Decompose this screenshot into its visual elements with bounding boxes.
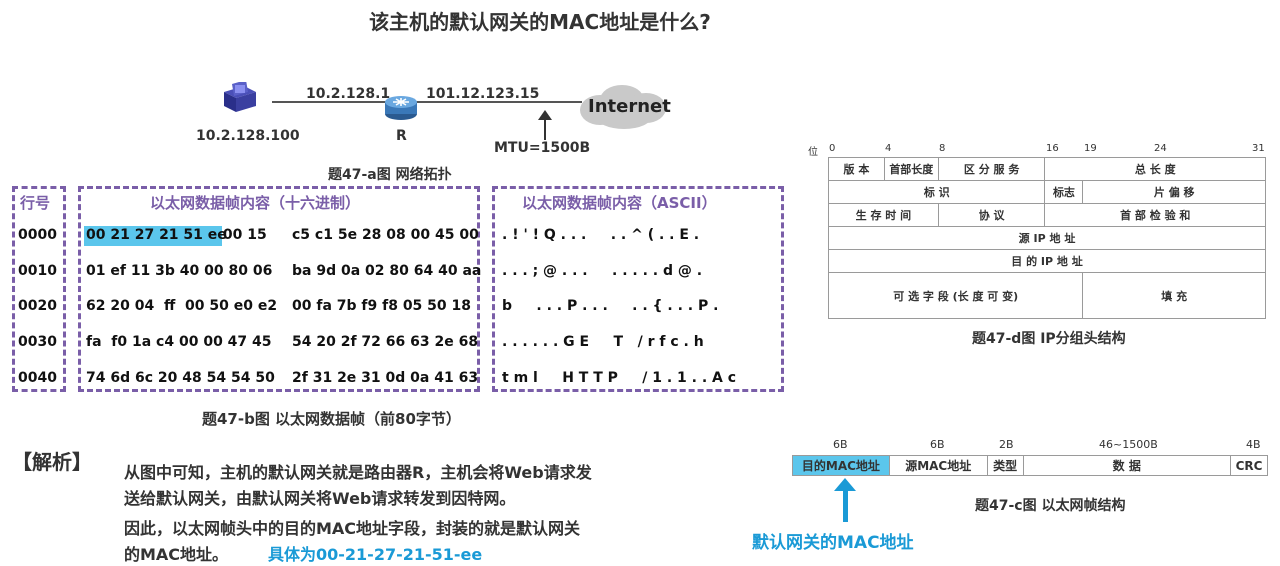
eth-field-size: 2B <box>999 438 1014 451</box>
hex-bytes-left: 01 ef 11 3b 40 00 80 06 <box>86 263 273 279</box>
ascii-text: t m l H T T P / 1 . 1 . . A c <box>502 370 737 386</box>
analysis-paragraph-1-line-1: 从图中可知，主机的默认网关就是路由器R，主机会将Web请求发 <box>124 463 592 482</box>
router-icon <box>384 92 418 126</box>
ip-field-protocol: 协 议 <box>937 203 1046 227</box>
answer-mac-address: 具体为00-21-27-21-51-ee <box>268 545 483 564</box>
row-number-header: 行号 <box>20 194 51 212</box>
ip-field-checksum: 首 部 检 验 和 <box>1044 203 1266 227</box>
router-name-label: R <box>396 128 407 144</box>
ascii-content-frame <box>492 186 784 392</box>
ip-field-fragment-offset: 片 偏 移 <box>1082 180 1266 204</box>
bit-number: 19 <box>1084 143 1097 154</box>
hex-bytes-right: 2f 31 2e 31 0d 0a 41 63 <box>292 370 479 386</box>
ip-field-destination-address: 目 的 IP 地 址 <box>828 249 1266 273</box>
analysis-paragraph-2-line-2: 的MAC地址。 <box>124 545 229 564</box>
ip-header-table: 版 本 首部长度 区 分 服 务 总 长 度 标 识 标志 片 偏 移 生 存 … <box>827 157 1266 319</box>
topology-caption: 题47-a图 网络拓扑 <box>328 167 452 183</box>
ascii-text: . . . . . . G E T / r f c . h <box>502 334 704 350</box>
hex-bytes-left: 00 15 <box>218 227 267 243</box>
bit-number: 31 <box>1252 143 1265 154</box>
ip-field-identification: 标 识 <box>827 180 1046 204</box>
hex-bytes-right: ba 9d 0a 02 80 64 40 aa <box>292 263 482 279</box>
row-offset: 0030 <box>18 334 57 350</box>
eth-field-type: 类型 <box>986 455 1024 476</box>
bit-number: 0 <box>829 143 836 154</box>
row-offset: 0040 <box>18 370 57 386</box>
gateway-mac-label: 默认网关的MAC地址 <box>752 533 914 553</box>
network-link-line <box>272 101 582 103</box>
ascii-text: . . . ; @ . . . . . . . . d @ . <box>502 263 703 279</box>
eth-field-size: 4B <box>1246 438 1261 451</box>
eth-field-crc: CRC <box>1230 455 1268 476</box>
gateway-arrow-shaft <box>843 486 848 522</box>
internet-cloud-icon <box>576 82 670 136</box>
eth-field-destination-mac: 目的MAC地址 <box>792 455 890 476</box>
ip-field-flags: 标志 <box>1044 180 1084 204</box>
mtu-label: MTU=1500B <box>494 140 591 156</box>
bit-number: 24 <box>1154 143 1167 154</box>
hex-bytes-left: 62 20 04 ff 00 50 e0 e2 <box>86 298 278 314</box>
eth-field-source-mac: 源MAC地址 <box>888 455 988 476</box>
gateway-arrow-head <box>834 478 856 491</box>
eth-field-size: 6B <box>930 438 945 451</box>
bit-number: 4 <box>885 143 892 154</box>
host-computer-icon <box>218 80 262 122</box>
row-offset: 0000 <box>18 227 57 243</box>
eth-field-data: 数 据 <box>1022 455 1232 476</box>
ip-header-caption: 题47-d图 IP分组头结构 <box>972 331 1126 347</box>
ethernet-frame-caption: 题47-c图 以太网帧结构 <box>975 498 1126 514</box>
router-ip-left-label: 10.2.128.1 <box>306 86 391 102</box>
ascii-column-header: 以太网数据帧内容（ASCII） <box>522 194 717 212</box>
hex-bytes-right: c5 c1 5e 28 08 00 45 00 <box>292 227 479 243</box>
ip-field-ttl: 生 存 时 间 <box>828 203 939 227</box>
hex-bytes-highlighted: 00 21 27 21 51 ee <box>86 227 227 243</box>
analysis-paragraph-2-line-1: 因此，以太网帧头中的目的MAC地址字段，封装的就是默认网关 <box>124 519 581 538</box>
bit-number: 8 <box>939 143 946 154</box>
ethernet-frame-table: 目的MAC地址 源MAC地址 类型 数 据 CRC <box>792 455 1268 476</box>
row-offset: 0010 <box>18 263 57 279</box>
hex-bytes-left: 74 6d 6c 20 48 54 54 50 <box>86 370 275 386</box>
analysis-paragraph-1-line-2: 送给默认网关，由默认网关将Web请求转发到因特网。 <box>124 489 516 508</box>
router-ip-right-label: 101.12.123.15 <box>426 86 540 102</box>
ip-field-options: 可 选 字 段 (长 度 可 变) <box>827 272 1084 319</box>
internet-label: Internet <box>588 96 671 117</box>
ip-field-version: 版 本 <box>828 157 885 181</box>
eth-field-size: 6B <box>833 438 848 451</box>
hex-column-header: 以太网数据帧内容（十六进制） <box>150 194 361 212</box>
hex-bytes-right: 54 20 2f 72 66 63 2e 68 <box>292 334 479 350</box>
ip-field-ihl: 首部长度 <box>883 157 939 181</box>
ip-field-source-address: 源 IP 地 址 <box>828 226 1266 250</box>
page-title: 该主机的默认网关的MAC地址是什么? <box>369 10 711 34</box>
hex-content-frame <box>78 186 480 392</box>
destination-mac-highlight <box>84 226 222 246</box>
eth-field-size: 46~1500B <box>1099 438 1158 451</box>
hex-bytes-left: fa f0 1a c4 00 00 47 45 <box>86 334 272 350</box>
row-offset: 0020 <box>18 298 57 314</box>
mtu-arrow-shaft <box>544 118 546 140</box>
ascii-text: . ! ' ! Q . . . . . ^ ( . . E . <box>502 227 700 243</box>
host-ip-label: 10.2.128.100 <box>196 128 300 144</box>
row-number-frame <box>12 186 66 392</box>
hex-bytes-right: 00 fa 7b f9 f8 05 50 18 <box>292 298 472 314</box>
ascii-text: b . . . P . . . . . { . . . P . <box>502 298 719 314</box>
bit-label: 位 <box>808 147 818 158</box>
ip-field-total-length: 总 长 度 <box>1044 157 1266 181</box>
bit-number: 16 <box>1046 143 1059 154</box>
frame-caption: 题47-b图 以太网数据帧（前80字节） <box>202 410 461 428</box>
ip-field-padding: 填 充 <box>1082 272 1266 319</box>
mtu-arrow-head <box>538 110 552 120</box>
ip-field-dscp: 区 分 服 务 <box>937 157 1046 181</box>
analysis-heading: 【解析】 <box>12 450 92 474</box>
